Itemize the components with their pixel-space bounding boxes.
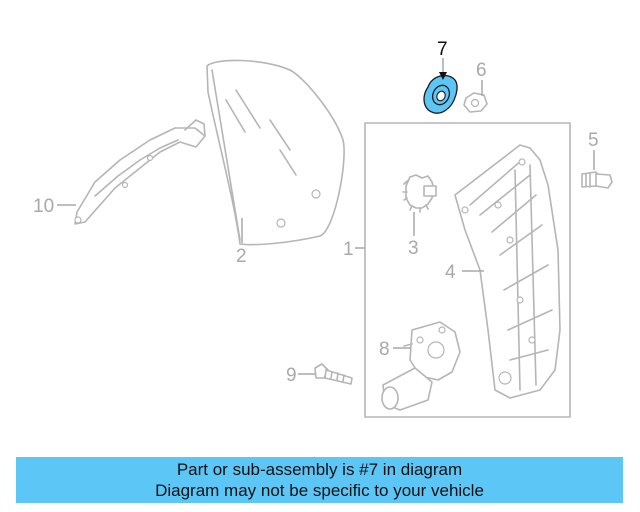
nut-part-6	[463, 92, 488, 113]
bolt-part-9	[314, 363, 353, 385]
callout-1: 1	[343, 239, 354, 260]
callout-8: 8	[379, 339, 390, 360]
bushing-part-7-highlighted	[423, 74, 458, 114]
callout-4: 4	[445, 262, 456, 283]
leader-7-arrow	[439, 72, 447, 80]
banner-line-disclaimer: Diagram may not be specific to your vehi…	[155, 481, 484, 500]
callout-2: 2	[236, 246, 247, 267]
callout-3: 3	[408, 238, 419, 259]
banner-line-part-number: Part or sub-assembly is #7 in diagram	[176, 460, 463, 479]
door-glass-part-2	[206, 59, 345, 246]
callout-5: 5	[588, 130, 599, 151]
stud-clip-part-5	[581, 171, 613, 189]
window-motor-part-8	[381, 321, 461, 411]
info-banner: Part or sub-assembly is #7 in diagram Di…	[16, 457, 623, 503]
window-regulator-part-4	[454, 144, 561, 399]
parts-diagram: 10 2 1 3 4 5 6 7 8 9	[33, 39, 613, 418]
assembly-outline-box	[364, 122, 571, 418]
glass-run-bracket-part-10	[74, 119, 206, 225]
callout-6: 6	[476, 60, 487, 81]
callout-10: 10	[33, 196, 54, 217]
callout-7-highlighted: 7	[437, 39, 448, 60]
drive-gear-part-3	[402, 174, 437, 213]
callout-9: 9	[286, 365, 297, 386]
